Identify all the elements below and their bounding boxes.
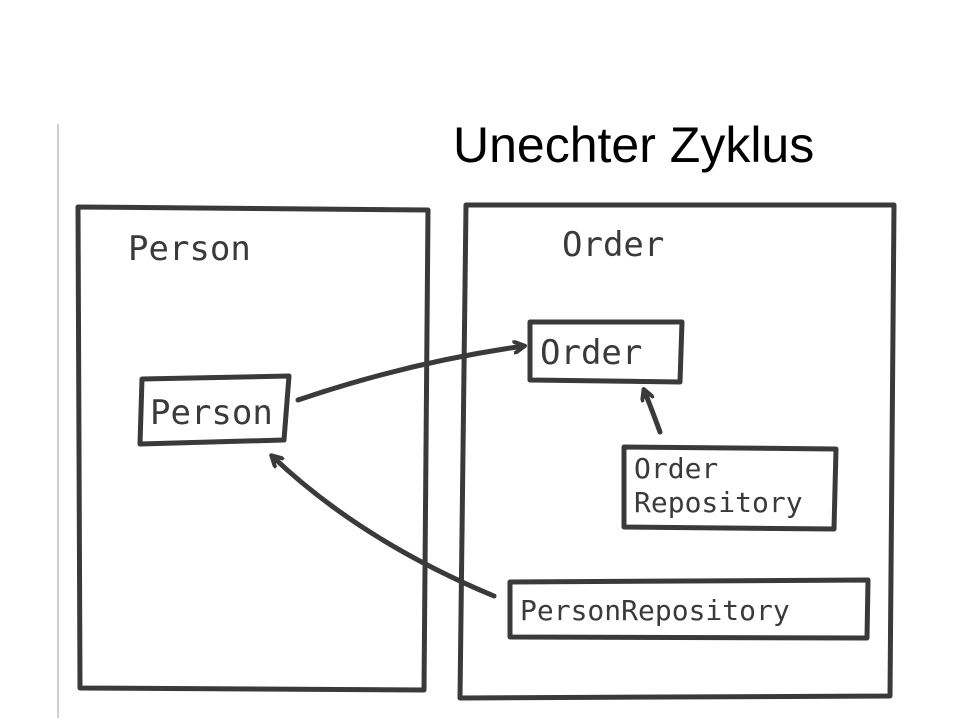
package-order-label: Order [562, 225, 664, 265]
class-person-label: Person [150, 393, 273, 433]
package-person: Person [75, 204, 431, 693]
class-order-repository-label-line2: Repository [634, 486, 803, 519]
class-person-repository-label: PersonRepository [520, 594, 790, 627]
package-person-label: Person [128, 229, 251, 269]
class-person-repository-border [507, 577, 871, 641]
class-order-repository-border [621, 444, 839, 532]
class-person-border [137, 373, 292, 447]
arrow-order-repository-to-order [644, 390, 663, 435]
class-person: Person [137, 373, 292, 447]
slide-title: Unechter Zyklus [453, 117, 815, 173]
arrow-person-repository-to-person [272, 456, 497, 599]
arrow-person-to-order [295, 346, 524, 403]
class-order: Order [527, 319, 685, 385]
class-order-label: Order [540, 333, 642, 373]
package-order-border [457, 202, 897, 701]
package-order: Order [457, 202, 897, 701]
class-order-repository-label-line1: Order [634, 452, 718, 485]
class-order-border [527, 319, 685, 385]
class-person-repository: PersonRepository [507, 577, 871, 641]
package-person-border [75, 204, 431, 693]
class-order-repository: Order Repository [621, 444, 839, 532]
